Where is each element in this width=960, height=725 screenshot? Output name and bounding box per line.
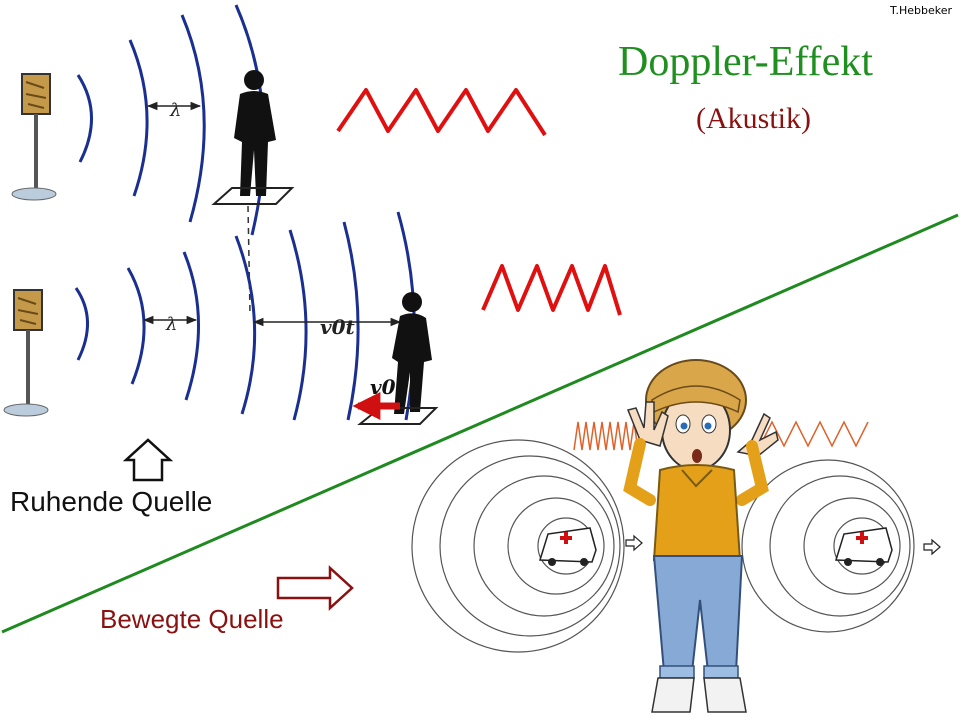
ambulance-icon bbox=[538, 527, 597, 566]
page-title: Doppler-Effekt bbox=[618, 39, 873, 85]
moving-source-label: Bewegte Quelle bbox=[100, 604, 284, 634]
child-listener bbox=[623, 359, 779, 713]
ambulance-right bbox=[834, 527, 941, 566]
wavefronts-bottom bbox=[74, 211, 416, 421]
divider-line bbox=[1, 213, 959, 634]
page-subtitle: (Akustik) bbox=[696, 102, 811, 135]
observer-top bbox=[211, 70, 295, 205]
author-credit: T.Hebbeker bbox=[890, 4, 952, 17]
reference-line bbox=[247, 205, 251, 315]
standing-person-icon bbox=[234, 70, 276, 196]
velocity-label: v0 bbox=[370, 375, 396, 399]
signal-wave-top bbox=[336, 88, 547, 137]
lambda-label-bottom: λ bbox=[165, 314, 177, 335]
signal-wave-bottom bbox=[481, 264, 622, 316]
high-pitch-zigzag bbox=[573, 421, 639, 451]
loudspeaker-bottom bbox=[3, 289, 49, 417]
distance-label: v0t bbox=[320, 315, 356, 339]
wavelength-marker-top: λ bbox=[146, 100, 202, 121]
stationary-source-label: Ruhende Quelle bbox=[10, 486, 213, 517]
up-arrow-icon bbox=[122, 438, 174, 482]
ambulance-left bbox=[538, 527, 643, 566]
wavelength-marker-bottom: λ bbox=[142, 314, 198, 335]
child-covering-ears-icon bbox=[623, 359, 779, 713]
ambulance-wavefronts-left bbox=[411, 439, 625, 653]
loudspeaker-icon bbox=[3, 289, 49, 417]
walking-person-icon bbox=[392, 292, 432, 414]
distance-marker: v0t bbox=[252, 315, 402, 339]
observer-bottom: v0 bbox=[352, 292, 439, 425]
low-pitch-zigzag bbox=[759, 420, 869, 448]
ambulance-icon bbox=[834, 527, 893, 566]
ambulance-wavefronts-right bbox=[741, 459, 915, 633]
loudspeaker-top bbox=[11, 73, 57, 201]
right-arrow-icon bbox=[276, 565, 354, 611]
loudspeaker-icon bbox=[11, 73, 57, 201]
lambda-label-top: λ bbox=[169, 100, 181, 121]
